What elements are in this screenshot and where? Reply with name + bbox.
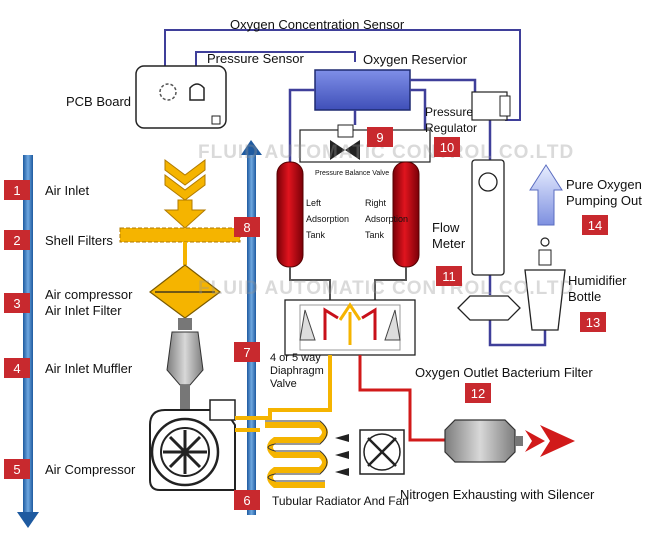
badge-6: 6	[234, 490, 260, 510]
shell-filter-icon	[119, 227, 241, 243]
oxygen-reservoir-icon	[314, 69, 411, 111]
pcb-board-icon	[135, 65, 227, 129]
exhaust-arrow-icon	[525, 425, 575, 457]
oxygen-pipes	[288, 78, 547, 347]
pressure-regulator-icon	[471, 91, 511, 121]
flow-meter-icon	[457, 159, 521, 321]
label-air-compressor: Air Compressor	[45, 462, 136, 477]
oxygen-sensor-line	[164, 29, 521, 121]
badge-4: 4	[4, 358, 30, 378]
center-flow-arrow-icon	[241, 140, 262, 515]
label-nitrogen-exhausting: Nitrogen Exhausting with Silencer	[400, 487, 595, 502]
left-flow-arrow-icon	[17, 155, 39, 528]
inlet-filter-icon	[149, 242, 221, 319]
label-pressure-balance-valve: Pressure Balance Valve	[315, 170, 390, 177]
label-humidifier-bottle: Humidifier Bottle	[568, 273, 627, 304]
badge-8: 8	[234, 217, 260, 237]
label-pressure-sensor: Pressure Sensor	[207, 51, 304, 66]
nitrogen-exhaust-pipe	[358, 355, 445, 442]
label-pcb-board: PCB Board	[66, 94, 132, 109]
humidifier-bottle-icon	[524, 237, 566, 331]
badge-13: 13	[580, 312, 606, 332]
watermark-middle: FLUID AUTOMATIC CONTROL CO.LTD	[198, 278, 575, 299]
badge-7: 7	[234, 342, 260, 362]
air-compressor-icon	[149, 399, 236, 491]
badge-10: 10	[434, 137, 460, 157]
airflow-marks-icon	[335, 434, 349, 476]
diaphragm-valve-icon	[284, 299, 416, 356]
label-diaphragm-valve: 4 or 5 way Diaphragm Valve	[270, 352, 324, 390]
label-pressure-regulator: Pressure Regulator	[425, 105, 478, 135]
label-air-inlet: Air Inlet	[45, 183, 90, 198]
cooling-fan-icon	[359, 429, 405, 475]
label-left-adsorption-tank: Left Adsorption Tank	[306, 198, 350, 240]
label-tubular-radiator-and-fan: Tubular Radiator And Fan	[272, 494, 409, 508]
label-flow-meter: Flow Meter	[432, 220, 466, 251]
badge-2: 2	[4, 230, 30, 250]
inlet-muffler-icon	[166, 318, 204, 410]
silencer-icon	[444, 419, 523, 463]
badge-14: 14	[582, 215, 608, 235]
badge-12: 12	[465, 383, 491, 403]
tubular-radiator-icon	[265, 422, 328, 488]
label-air-inlet-muffler: Air Inlet Muffler	[45, 361, 133, 376]
pure-oxygen-arrow-icon	[529, 164, 563, 226]
left-adsorption-tank-icon	[276, 161, 304, 268]
air-pipes	[235, 355, 332, 432]
air-inlet-arrow-icon	[163, 159, 207, 229]
label-shell-filters: Shell Filters	[45, 233, 113, 248]
badge-1: 1	[4, 180, 30, 200]
label-oxygen-outlet-bacterium-filter: Oxygen Outlet Bacterium Filter	[415, 365, 593, 380]
badge-5: 5	[4, 459, 30, 479]
badge-3: 3	[4, 293, 30, 313]
label-oxygen-concentration-sensor: Oxygen Concentration Sensor	[230, 17, 405, 32]
pressure-balance-valve-icon	[299, 124, 431, 163]
badge-9: 9	[367, 127, 393, 147]
label-air-compressor-inlet-filter: Air compressor Air Inlet Filter	[45, 287, 133, 318]
label-right-adsorption-tank: Right Adsorption Tank	[365, 198, 409, 240]
watermark-top: FLUID AUTOMATIC CONTROL CO.LTD	[198, 142, 575, 163]
label-pure-oxygen-pumping-out: Pure Oxygen Pumping Out	[566, 177, 642, 208]
badge-11: 11	[436, 266, 462, 286]
label-oxygen-reservoir: Oxygen Reservior	[363, 52, 468, 67]
tank-bottom-pipes	[289, 267, 407, 300]
radiator-outline	[265, 420, 328, 482]
